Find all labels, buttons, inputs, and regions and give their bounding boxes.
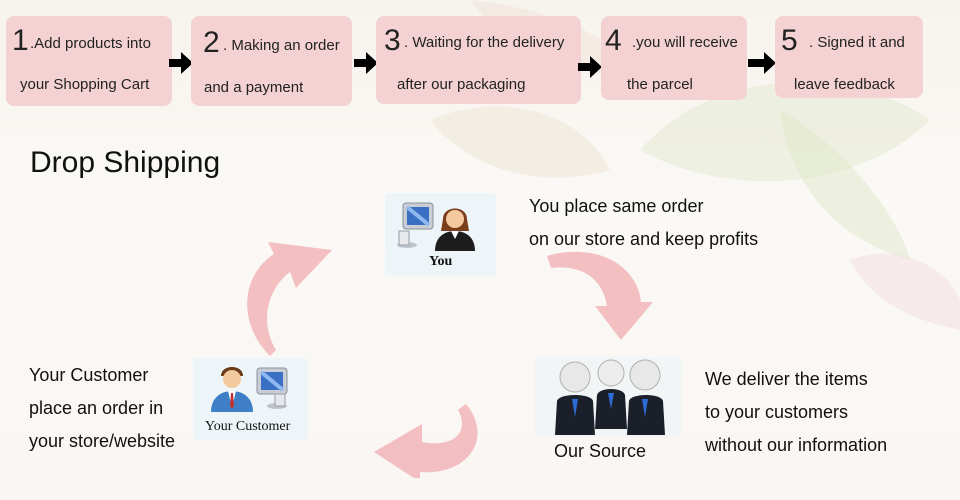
source-description-line-3: without our information [705, 435, 888, 455]
source-label: Our Source [554, 441, 647, 461]
you-description-line-2: on our store and keep profits [529, 229, 759, 249]
step-1-number: 1 [12, 24, 29, 57]
page-title: Drop Shipping [30, 146, 221, 179]
step-4-line-1: .you will receive [632, 34, 738, 51]
step-5-number: 5 [781, 24, 798, 57]
customer-description-line-2: place an order in [29, 398, 164, 418]
step-3-number: 3 [384, 24, 401, 57]
step-3-box: 3 . Waiting for the delivery after our p… [376, 16, 581, 104]
step-4-number: 4 [605, 24, 622, 57]
step-2-number: 2 [203, 26, 220, 59]
cycle-arrow-bottom [374, 404, 478, 478]
source-description-line-1: We deliver the items [705, 369, 868, 389]
step-5-line-1: . Signed it and [809, 34, 905, 51]
source-description: We deliver the items to your customers w… [705, 363, 887, 462]
you-description-line-1: You place same order [529, 196, 704, 216]
step-4-line-2: the parcel [627, 76, 693, 93]
step-arrow-1 [169, 52, 193, 74]
people-group-icon [555, 359, 665, 435]
step-5-line-2: leave feedback [794, 76, 895, 93]
step-1-box: 1 .Add products into your Shopping Cart [6, 16, 172, 106]
step-3-line-1: . Waiting for the delivery [404, 34, 565, 51]
step-2-line-1: . Making an order [223, 37, 340, 54]
you-description: You place same order on our store and ke… [529, 190, 758, 256]
computer-icon [256, 367, 288, 409]
step-1-line-1: .Add products into [30, 35, 151, 52]
cycle-arrow-top-right [547, 251, 653, 340]
you-card-label: You [429, 254, 453, 269]
customer-description: Your Customer place an order in your sto… [29, 359, 175, 458]
man-icon [211, 367, 253, 412]
you-card: You [385, 193, 496, 276]
woman-icon [435, 208, 475, 251]
source-description-line-2: to your customers [705, 402, 849, 422]
source-card [535, 357, 682, 437]
step-arrow-4 [748, 52, 776, 74]
customer-description-line-1: Your Customer [29, 365, 149, 385]
step-2-box: 2 . Making an order and a payment [191, 16, 352, 106]
cycle-arrow-top-left [247, 242, 332, 356]
step-3-line-2: after our packaging [397, 76, 526, 93]
step-5-box: 5 . Signed it and leave feedback [775, 16, 923, 98]
step-arrow-3 [578, 56, 602, 78]
computer-icon [397, 202, 434, 248]
customer-card: Your Customer [193, 358, 308, 440]
step-4-box: 4 .you will receive the parcel [601, 16, 747, 100]
step-1-line-2: your Shopping Cart [20, 76, 150, 93]
customer-card-label: Your Customer [205, 419, 291, 434]
customer-description-line-3: your store/website [29, 431, 176, 451]
step-arrow-2 [354, 52, 378, 74]
step-2-line-2: and a payment [204, 79, 304, 96]
